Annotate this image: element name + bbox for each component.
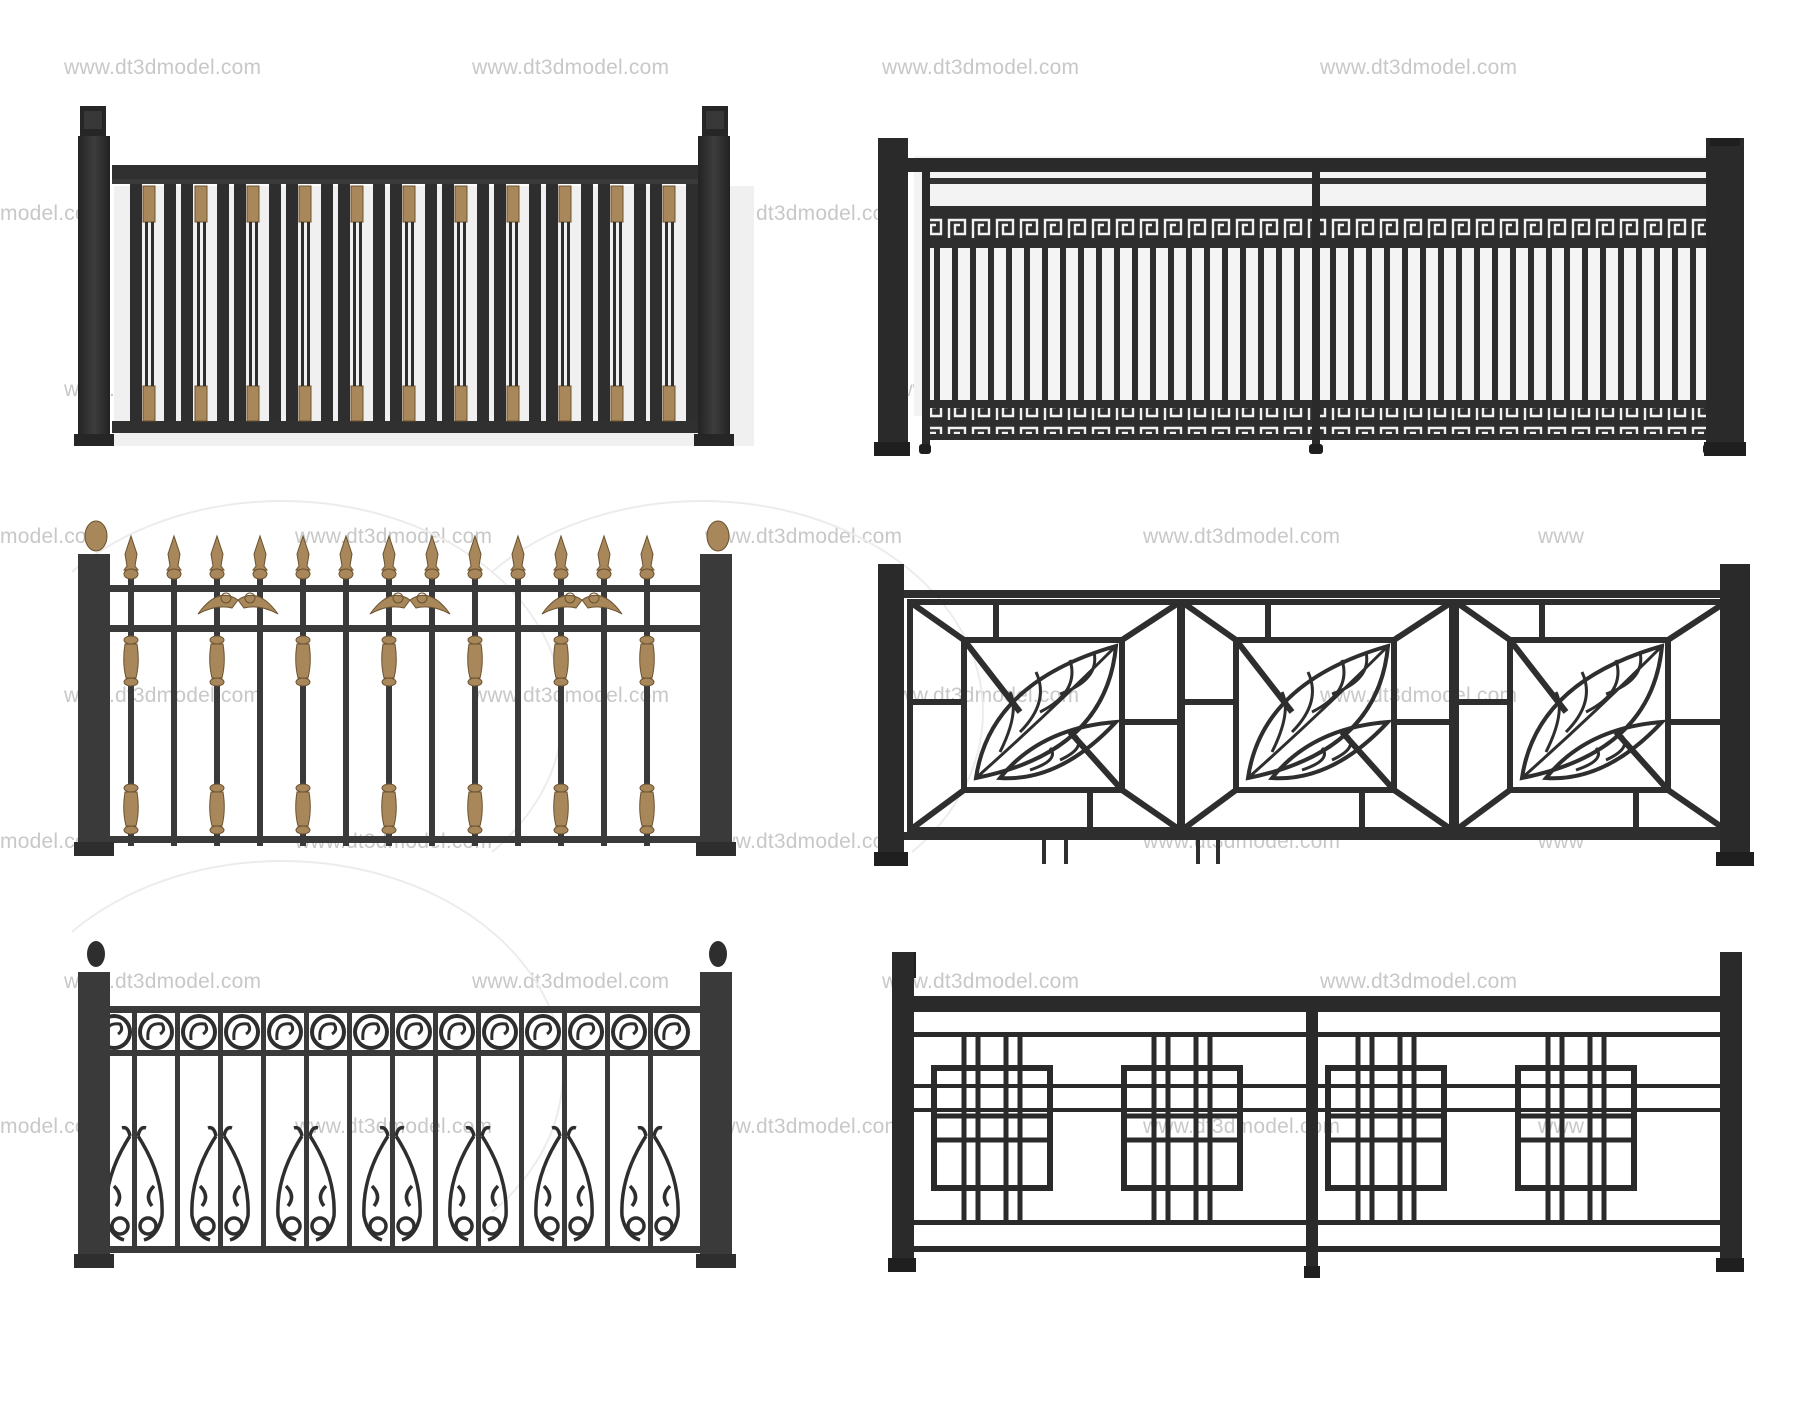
fence-3-spear-top-fence [74,516,754,871]
watermark: model.com [0,525,105,548]
fence-6-drawing [888,952,1744,1278]
fence-1-drawing [74,106,754,446]
watermark: www.dt3dmodel.com [705,202,903,225]
watermark: www.dt3dmodel.com [705,1115,903,1138]
fence-2-drawing [874,138,1746,456]
watermark: www.dt3dmodel.com [1143,525,1341,548]
fence-6-lattice-railing [878,936,1748,1292]
watermark: www [1538,525,1585,548]
watermark: www.dt3dmodel.com [472,56,670,79]
watermark: www.dt3dmodel.com [1320,56,1518,79]
fence-4-drawing [874,564,1754,866]
fence-1-bronze-inlay-railing [74,106,754,456]
watermark: www.dt3dmodel.com [64,56,262,79]
decorative-arc [420,500,984,924]
fence-4-leaf-panel-railing [874,550,1754,870]
watermark: www.dt3dmodel.com [882,970,1080,993]
fence-5-drawing [74,941,736,1268]
watermark: www.dt3dmodel.com [1320,970,1518,993]
fence-3-drawing [74,520,736,856]
fence-2-greek-key-railing [874,138,1754,458]
fence-5-scroll-ornament-fence [74,936,754,1291]
watermark: www.dt3dmodel.com [882,56,1080,79]
